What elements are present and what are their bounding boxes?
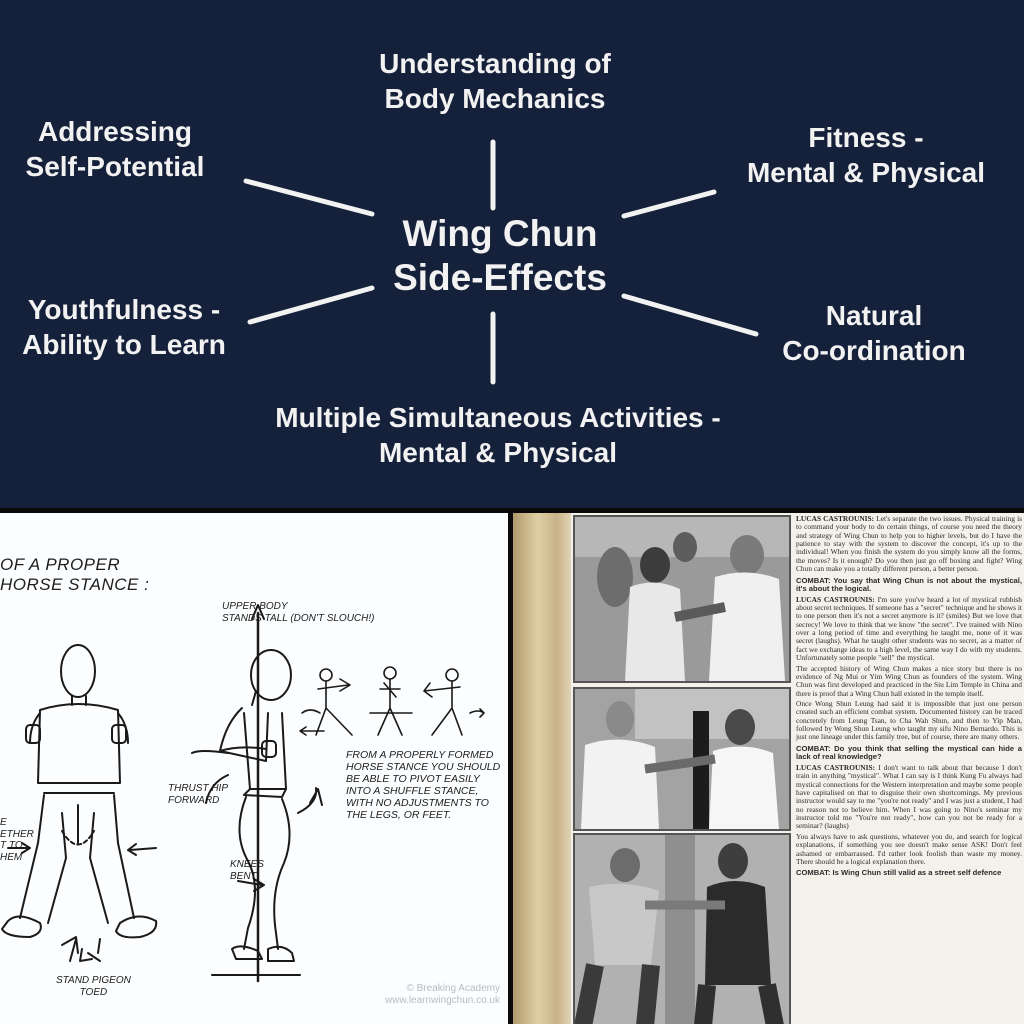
center-label-wing-chun-side-effects: Wing Chun Side-Effects <box>370 212 630 301</box>
note-line: HEM <box>0 851 23 863</box>
paragraph-text: Let's separate the two issues. Physical … <box>796 514 1022 574</box>
watermark-line: www.learnwingchun.co.uk <box>384 995 500 1006</box>
speaker-name: LUCAS CASTROUNIS: <box>796 594 875 604</box>
label-fitness: Fitness - Mental & Physical <box>716 120 1016 190</box>
label-line: Fitness - <box>808 122 924 153</box>
interview-question: COMBAT: Do you think that selling the my… <box>796 743 1022 762</box>
connector-lower-left <box>247 285 375 325</box>
note-line: STAND PIGEON <box>56 975 131 986</box>
pivot-note: FROM A PROPERLY FORMED HORSE STANCE YOU … <box>346 749 500 821</box>
note-line: ETHER <box>0 828 34 840</box>
interview-question: COMBAT: You say that Wing Chun is not ab… <box>796 575 1022 594</box>
note-line: THRUST HIP <box>168 783 228 794</box>
answer-paragraph: LUCAS CASTROUNIS: I'm sure you've heard … <box>796 594 1022 663</box>
label-line: Understanding of <box>379 48 611 79</box>
speaker-name: LUCAS CASTROUNIS: <box>796 762 876 772</box>
shuffle-stance-mini-figures <box>299 666 485 736</box>
center-line-1: Wing Chun <box>402 213 598 254</box>
note-line: BENT <box>230 870 257 882</box>
magazine-spine <box>513 513 575 1024</box>
watermark-line: © Breaking Academy <box>406 983 500 994</box>
connector-upper-right <box>621 189 717 219</box>
thrust-hip-note: THRUST HIP FORWARD <box>168 783 228 806</box>
horse-stance-illustration-panel: OF A PROPER HORSE STANCE : UPPER BODY ST… <box>0 513 508 1024</box>
article-text-column: LUCAS CASTROUNIS: Let's separate the two… <box>796 514 1022 880</box>
speaker-name: LUCAS CASTROUNIS: <box>796 514 875 523</box>
note-line: INTO A SHUFFLE STANCE, <box>346 785 479 798</box>
label-line: Multiple Simultaneous Activities - <box>275 402 721 433</box>
note-line: TOED <box>79 986 108 998</box>
upper-body-note: UPPER BODY STANDS TALL (DON'T SLOUCH!) <box>222 601 375 624</box>
stance-sketch-drawing <box>1 604 485 983</box>
diagram-connector-lines <box>243 139 759 385</box>
label-line: Body Mechanics <box>384 83 606 114</box>
note-line: UPPER BODY <box>222 601 288 612</box>
pigeon-toed-note: STAND PIGEON TOED <box>56 975 131 998</box>
photo-training-2 <box>573 687 791 831</box>
note-line: E <box>0 817 7 828</box>
answer-paragraph: The accepted history of Wing Chun makes … <box>796 663 1022 698</box>
note-line: HORSE STANCE YOU SHOULD <box>346 761 501 774</box>
interview-question: COMBAT: Is Wing Chun still valid as a st… <box>796 868 1002 878</box>
left-cropped-note: E ETHER T TO HEM <box>0 817 34 863</box>
pigeon-toe-arrow <box>79 948 101 962</box>
label-line: Addressing <box>37 116 193 147</box>
answer-paragraph: Once Wong Shun Leung had said it is impo… <box>796 698 1022 742</box>
label-multiple-activities: Multiple Simultaneous Activities - Menta… <box>228 400 768 470</box>
note-line: KNEES <box>230 859 264 870</box>
center-line-2: Side-Effects <box>393 257 607 299</box>
photo-training-1 <box>573 515 791 683</box>
label-line: Natural <box>825 300 923 331</box>
paragraph-text: I'm sure you've heard a lot of mystical … <box>796 594 1022 663</box>
answer-paragraph: You always have to ask questions, whatev… <box>796 831 1022 866</box>
label-coordination: Natural Co-ordination <box>760 298 988 368</box>
note-line: THE LEGS, OR FEET. <box>346 809 452 822</box>
connector-upper-left <box>243 178 375 217</box>
stance-title: OF A PROPER HORSE STANCE : <box>0 555 149 594</box>
note-line: FORWARD <box>168 794 220 806</box>
label-line: Youthfulness - <box>27 294 221 325</box>
note-line: STANDS TALL (DON'T SLOUCH!) <box>222 612 375 624</box>
answer-paragraph: LUCAS CASTROUNIS: I don't want to talk a… <box>796 762 1022 831</box>
stance-title-line: HORSE STANCE : <box>0 574 150 594</box>
watermark: © Breaking Academy www.learnwingchun.co.… <box>360 983 500 1007</box>
front-figure-sketch <box>1 644 158 962</box>
label-youthfulness: Youthfulness - Ability to Learn <box>0 292 248 362</box>
label-line: Self-Potential <box>25 151 205 182</box>
wing-chun-diagram-panel: Wing Chun Side-Effects Understanding of … <box>0 0 1024 508</box>
note-line: BE ABLE TO PIVOT EASILY <box>346 773 480 786</box>
photo-training-3 <box>573 833 791 1024</box>
label-line: Mental & Physical <box>378 437 618 468</box>
paragraph-text: I don't want to talk about that because … <box>796 762 1022 831</box>
note-line: T TO <box>0 840 23 851</box>
knees-bent-note: KNEES BENT <box>230 859 264 882</box>
label-line: Ability to Learn <box>22 329 226 360</box>
label-line: Co-ordination <box>782 335 966 366</box>
magazine-article-panel: LUCAS CASTROUNIS: Let's separate the two… <box>513 513 1024 1024</box>
side-figure-sketch <box>191 604 323 983</box>
connector-lower-right <box>621 293 759 337</box>
note-line: FROM A PROPERLY FORMED <box>346 749 494 761</box>
note-line: WITH NO ADJUSTMENTS TO <box>346 797 489 810</box>
label-self-potential: Addressing Self-Potential <box>0 114 230 184</box>
stance-title-line: OF A PROPER <box>0 555 121 574</box>
label-line: Mental & Physical <box>746 157 986 188</box>
answer-paragraph: LUCAS CASTROUNIS: Let's separate the two… <box>796 514 1022 574</box>
label-body-mechanics: Understanding of Body Mechanics <box>340 46 650 116</box>
